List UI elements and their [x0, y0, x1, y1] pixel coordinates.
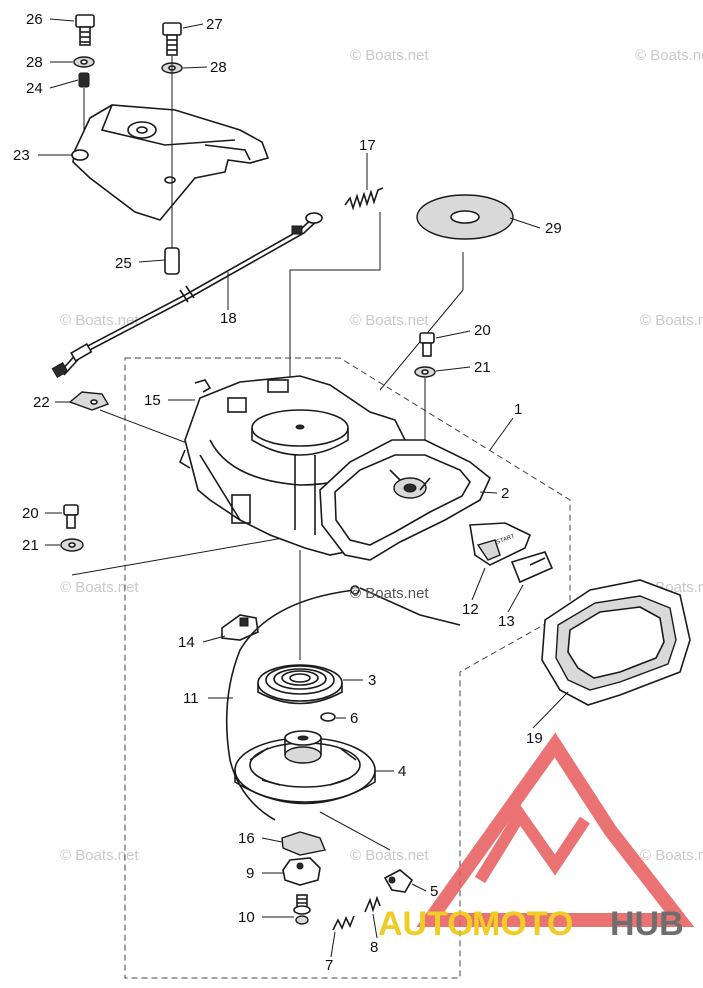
callout-5: 5 [430, 883, 438, 900]
rope-knot [350, 585, 360, 595]
bolt-27 [162, 22, 182, 56]
callout-13: 13 [498, 613, 515, 630]
bolt-20 [419, 332, 435, 357]
leader-line [71, 534, 301, 576]
rope-11 [225, 589, 356, 821]
clip-16 [281, 831, 326, 856]
callout-29: 29 [545, 220, 562, 237]
clip-22 [68, 391, 110, 411]
callout-10: 10 [238, 909, 255, 926]
callout-12: 12 [462, 601, 479, 618]
callout-23: 23 [13, 147, 30, 164]
callout-14: 14 [178, 634, 195, 651]
collar-25 [164, 247, 180, 275]
callout-labels: 26 27 28 28 24 23 17 29 25 18 20 21 22 1… [13, 11, 562, 974]
handle-12: START [469, 522, 532, 566]
callout-3: 3 [368, 672, 376, 689]
callout-8: 8 [370, 939, 378, 956]
rope-end [359, 587, 461, 626]
washer-hole [421, 369, 429, 375]
logo-text-hub: HUB [610, 905, 684, 943]
callout-26: 26 [26, 11, 43, 28]
callout-28: 28 [26, 54, 43, 71]
callout-22: 22 [33, 394, 50, 411]
watermark: © Boats.net [60, 312, 139, 329]
spring-7 [332, 915, 355, 931]
seal-frame-19 [541, 579, 691, 706]
callout-4: 4 [398, 763, 406, 780]
washer-hole [68, 542, 76, 548]
callout-leaders [38, 18, 569, 958]
callout-24: 24 [26, 80, 43, 97]
plate-9 [282, 857, 321, 886]
screw-10 [293, 894, 311, 925]
callout-20: 20 [22, 505, 39, 522]
watermark: © Boats.net [350, 312, 429, 329]
insert-detail [529, 557, 546, 566]
watermark: © Boats.net [60, 847, 139, 864]
callout-16: 16 [238, 830, 255, 847]
callout-7: 7 [325, 957, 333, 974]
leader-line [289, 212, 381, 425]
leader-line [319, 811, 391, 851]
pin-15 [194, 379, 212, 393]
callout-21: 21 [22, 537, 39, 554]
clip-hole [90, 399, 98, 405]
callout-9: 9 [246, 865, 254, 882]
callout-18: 18 [220, 310, 237, 327]
spring-8 [364, 895, 381, 913]
watermark: © Boats.net [350, 847, 429, 864]
washer-hole [80, 59, 88, 65]
grommet-2 [319, 439, 491, 561]
watermark: © Boats.net [640, 847, 703, 864]
callout-17: 17 [359, 137, 376, 154]
callout-27: 27 [206, 16, 223, 33]
automotohub-logo: AUTO MOTO HUB [378, 732, 695, 943]
watermark: © Boats.net [640, 312, 703, 329]
watermark: © Boats.net [635, 47, 703, 64]
callout-11: 11 [183, 690, 199, 707]
pawl-14 [221, 614, 259, 641]
watermark: © Boats.net [350, 47, 429, 64]
callout-25: 25 [115, 255, 132, 272]
callout-6: 6 [350, 710, 358, 727]
leader-line [99, 409, 201, 449]
callout-15: 15 [144, 392, 161, 409]
callout-1: 1 [514, 401, 522, 418]
reel-4 [234, 730, 376, 805]
callout-28: 28 [210, 59, 227, 76]
bolt-20 [63, 504, 79, 529]
spiral-spring-3 [257, 664, 343, 705]
callout-2: 2 [501, 485, 509, 502]
bolt-26 [75, 14, 95, 46]
spring-17 [344, 187, 384, 211]
logo-text-moto: MOTO [472, 905, 573, 943]
pawl-5 [383, 869, 414, 893]
cable-18 [51, 212, 323, 379]
circlip-6 [320, 712, 336, 722]
logo-mark [474, 804, 590, 884]
insert-13 [510, 551, 554, 584]
gasket-29 [416, 194, 514, 240]
collar-24 [78, 72, 90, 88]
callout-21: 21 [474, 359, 491, 376]
watermark: © Boats.net [60, 579, 139, 596]
watermark: © Boats.net [350, 585, 429, 602]
bracket-cover-23 [71, 104, 270, 221]
callout-20: 20 [474, 322, 491, 339]
callout-19: 19 [526, 730, 543, 747]
assembly-boundary [124, 357, 571, 979]
logo-text-auto: AUTO [378, 905, 474, 943]
logo-triangle [416, 732, 695, 927]
